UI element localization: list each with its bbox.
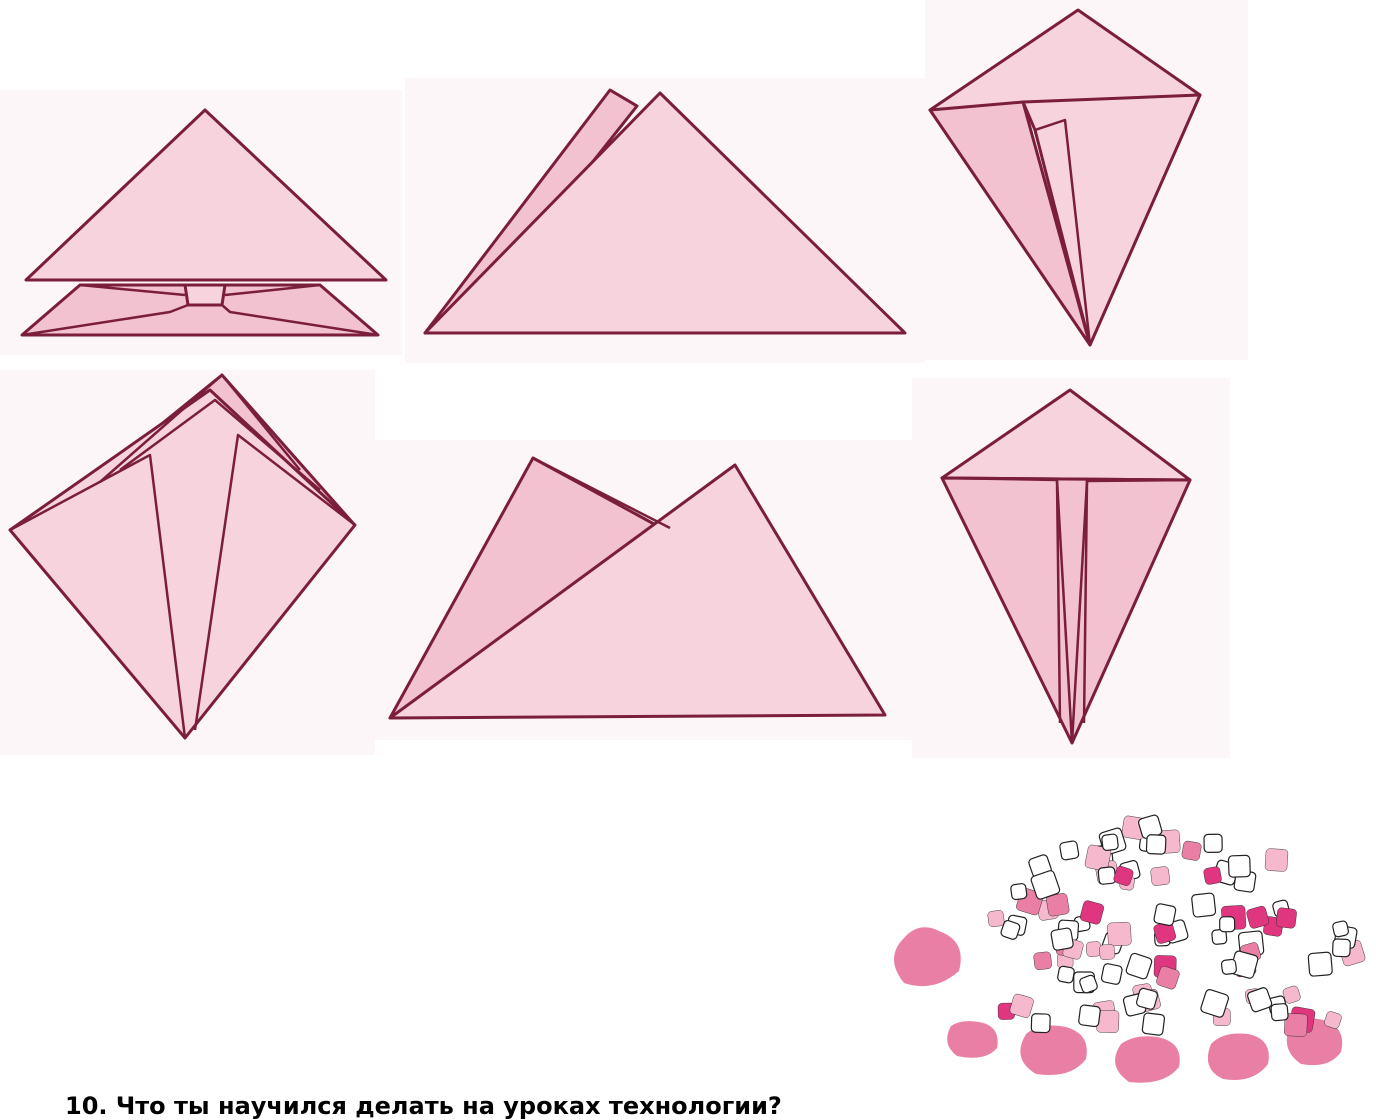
shell-petal	[1181, 840, 1202, 861]
shell-petal	[1051, 928, 1074, 951]
shell-petal	[1107, 922, 1131, 946]
shell-petal	[1276, 907, 1297, 928]
shell-petal	[1125, 952, 1152, 979]
shell-petal	[1150, 866, 1170, 886]
shell-petal	[1228, 855, 1250, 877]
shell-petal	[1033, 951, 1052, 970]
question-text: 10. Что ты научился делать на уроках тех…	[65, 1092, 782, 1120]
fold-step-3	[925, 0, 1248, 360]
fold-step-2	[405, 78, 925, 363]
shell-petal	[1203, 866, 1222, 885]
shell-petal	[1078, 1005, 1100, 1027]
fold-step-4	[0, 370, 375, 755]
shell-petal	[1142, 1013, 1165, 1036]
shell-petal	[1265, 848, 1288, 871]
shell-petal	[1332, 939, 1350, 957]
shell-petal	[1101, 834, 1118, 851]
shell-petal	[1308, 952, 1332, 976]
shell-petal	[1153, 903, 1176, 926]
shell-petal	[1059, 840, 1079, 860]
turtle-illustration	[876, 806, 1376, 1096]
shell-petal	[1204, 834, 1222, 852]
shell-petal	[1031, 1014, 1050, 1033]
shell-petal	[1099, 944, 1115, 960]
shell-petal	[1101, 963, 1123, 985]
shell-petal	[1010, 883, 1027, 900]
fold-step-5	[375, 440, 915, 740]
shell-petal	[1098, 867, 1116, 885]
shell-petal	[1332, 920, 1349, 937]
shell-petal	[1146, 835, 1166, 855]
shell-petal	[1191, 893, 1216, 918]
shell-petal	[1057, 966, 1075, 984]
shell-petal	[1136, 987, 1159, 1010]
shell-petal	[1271, 1003, 1289, 1021]
shell-petal	[1220, 917, 1235, 932]
fold-step-1	[0, 90, 402, 355]
fold-step-6	[912, 378, 1230, 758]
shell-petal	[1221, 959, 1237, 975]
shell-petal	[987, 910, 1005, 928]
